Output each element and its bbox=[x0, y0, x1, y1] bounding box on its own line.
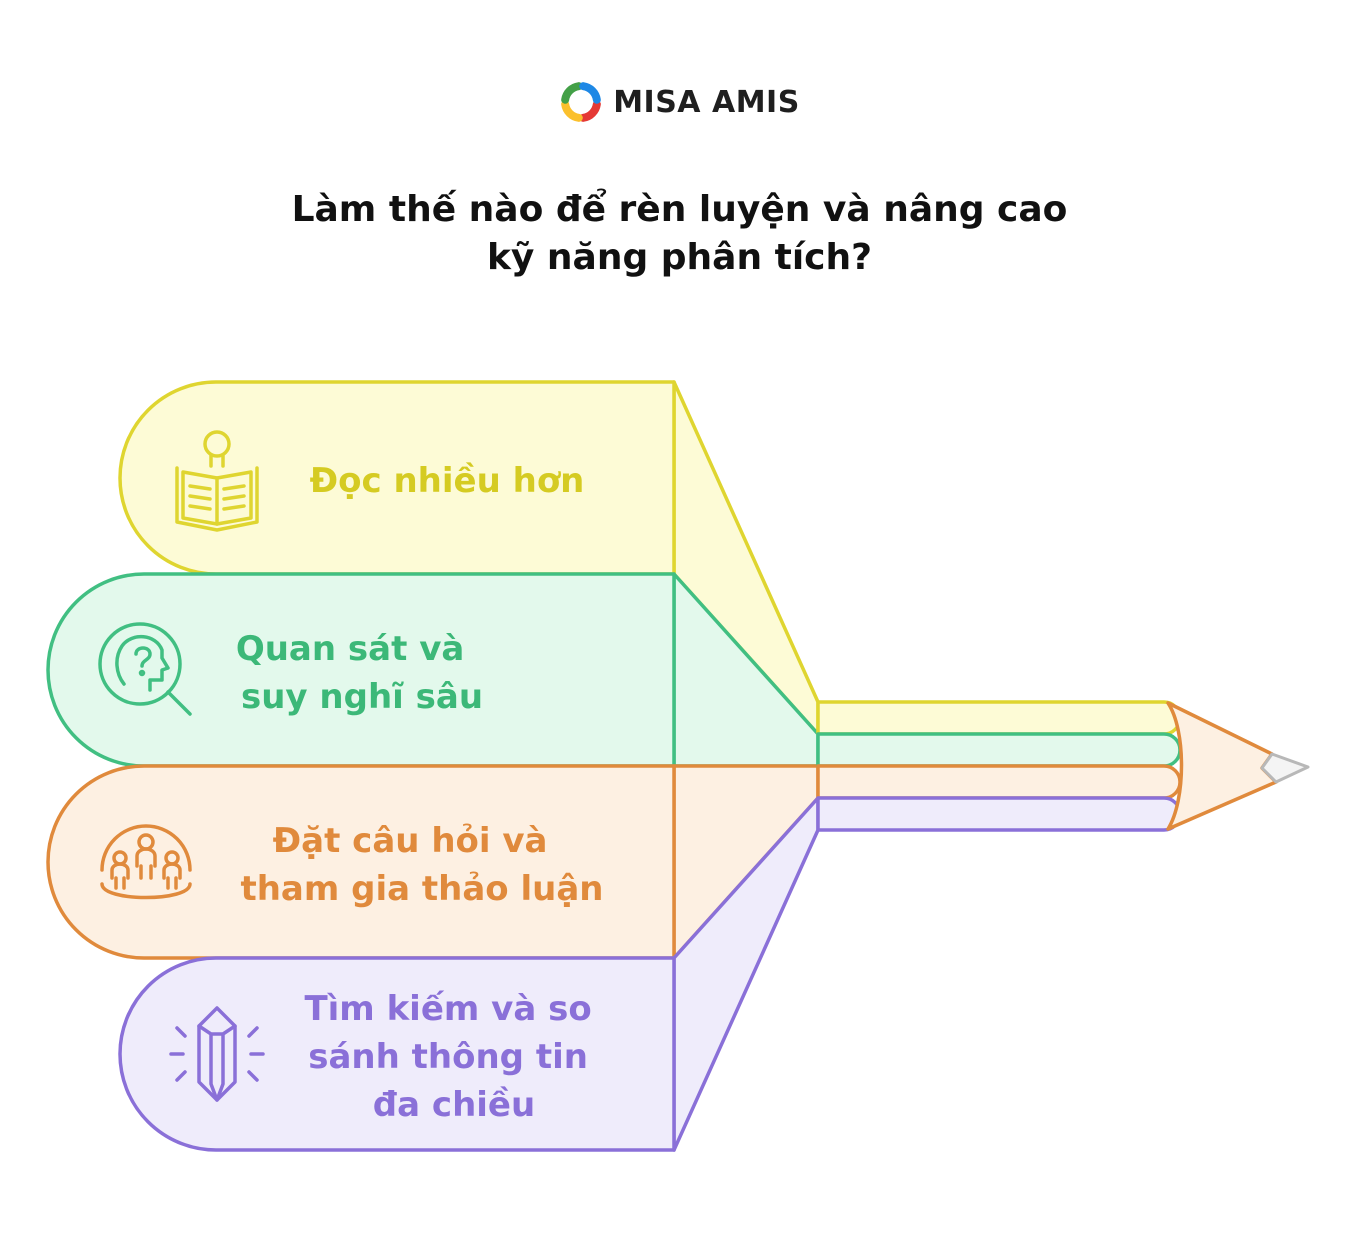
title-line-1: Làm thế nào để rèn luyện và nâng cao bbox=[291, 189, 1068, 230]
brand-header: MISA AMIS bbox=[0, 80, 1359, 124]
step-1-line-1: Đọc nhiều hơn bbox=[310, 461, 585, 501]
step-1-label: Đọc nhiều hơn bbox=[310, 461, 585, 501]
pencil-body bbox=[816, 700, 1182, 832]
logo-arc-3 bbox=[561, 82, 583, 104]
head-question-magnifier-icon bbox=[98, 622, 192, 716]
title-line-2: kỹ năng phân tích? bbox=[486, 237, 873, 278]
step-4-card bbox=[118, 956, 676, 1152]
step-2-line-2: suy nghĩ sâu bbox=[241, 677, 483, 717]
logo-arc-2 bbox=[561, 100, 583, 122]
step-observe-think: Quan sát và suy nghĩ sâu bbox=[46, 572, 820, 768]
misa-logo-icon bbox=[561, 82, 602, 122]
step-2-card bbox=[46, 572, 676, 768]
step-ask-discuss: Đặt câu hỏi và tham gia thảo luận bbox=[46, 764, 820, 960]
step-3-card bbox=[46, 764, 676, 960]
step-read-more: Đọc nhiều hơn bbox=[118, 380, 820, 736]
pencil-strip-1 bbox=[816, 700, 1182, 736]
step-search-compare: Tìm kiếm và so sánh thông tin đa chiều bbox=[118, 796, 820, 1152]
page-title: Làm thế nào để rèn luyện và nâng cao kỹ … bbox=[0, 186, 1359, 282]
group-discussion-icon bbox=[100, 824, 192, 900]
pencil-lead bbox=[1260, 752, 1310, 784]
step-3-line-1: Đặt câu hỏi và bbox=[273, 821, 548, 861]
step-4-line-3: đa chiều bbox=[373, 1085, 535, 1125]
step-4-line-2: sánh thông tin bbox=[308, 1037, 588, 1077]
step-3-label: Đặt câu hỏi và tham gia thảo luận bbox=[240, 821, 603, 909]
pencil-tip bbox=[1166, 701, 1310, 831]
step-3-line-2: tham gia thảo luận bbox=[240, 869, 603, 909]
crystal-icon bbox=[169, 1006, 265, 1102]
pencil-strip-4 bbox=[816, 796, 1182, 832]
step-2-line-1: Quan sát và bbox=[236, 629, 464, 669]
step-1-card bbox=[118, 380, 676, 576]
logo-arc-4 bbox=[579, 82, 602, 104]
pencil-tip-wood bbox=[1166, 701, 1278, 831]
logo-arc-1 bbox=[579, 100, 602, 122]
reading-person-icon bbox=[175, 430, 259, 532]
step-2-label: Quan sát và suy nghĩ sâu bbox=[236, 629, 483, 717]
pencil-strip-3 bbox=[816, 764, 1182, 800]
step-4-label: Tìm kiếm và so sánh thông tin đa chiều bbox=[304, 989, 603, 1125]
step-4-line-1: Tìm kiếm và so bbox=[304, 989, 591, 1029]
brand-name: MISA AMIS bbox=[613, 84, 800, 120]
pencil-strip-2 bbox=[816, 732, 1182, 768]
